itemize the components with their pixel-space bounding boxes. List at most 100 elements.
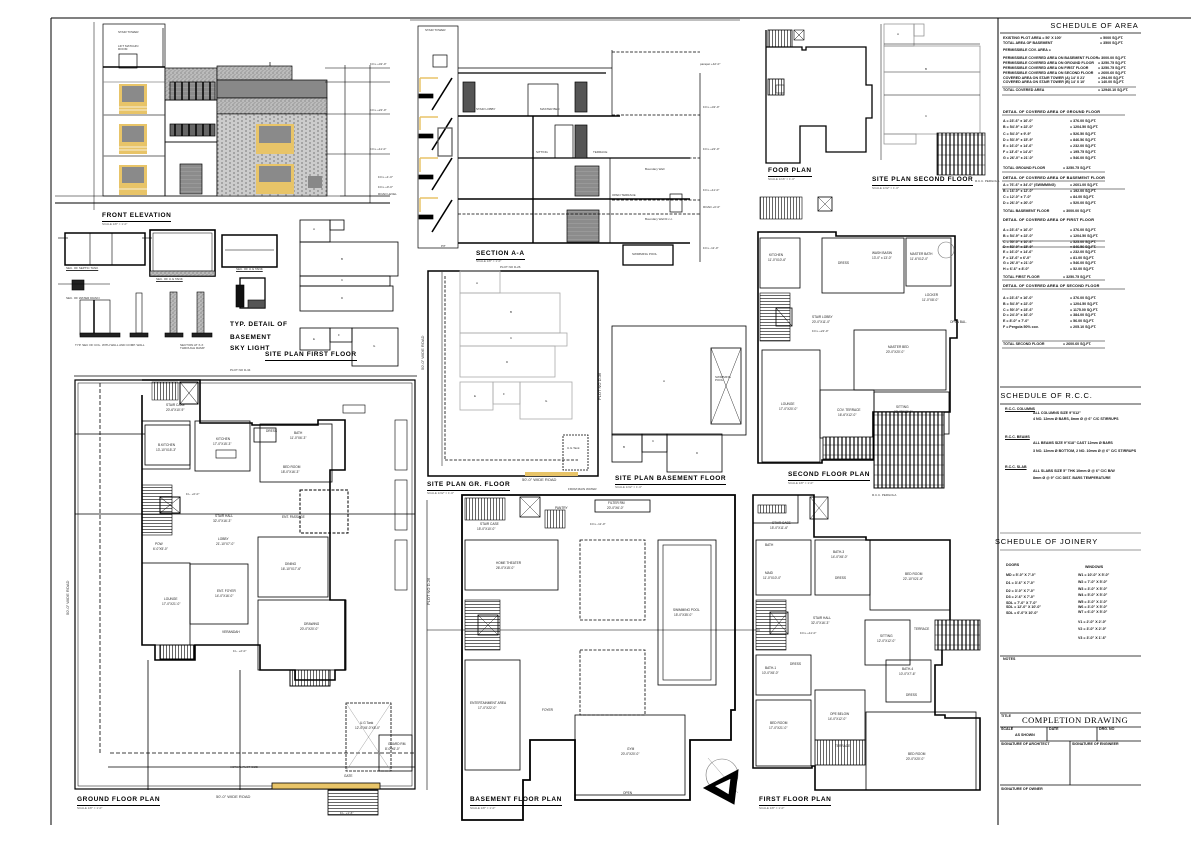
room-size: 11'-0"X8'-0" bbox=[922, 298, 939, 302]
site-plan-second-scale: SCALE 1/32" = 1'-0" bbox=[872, 186, 899, 190]
level-label: F.L. +1'-6" bbox=[340, 811, 354, 815]
zone-marker: D bbox=[506, 360, 509, 364]
plot-number-side: PLOT NO D-36 bbox=[597, 372, 602, 400]
total-covered-label: TOTAL COVERED AREA bbox=[1003, 88, 1045, 92]
north-arrow bbox=[702, 757, 739, 805]
area-row-value: = 1204.50 SQ.FT. bbox=[1070, 125, 1099, 129]
plot-number: PLOT NO D-34 bbox=[230, 368, 251, 372]
site-plan-basement-title: SITE PLAN BASEMENT FLOOR bbox=[615, 475, 727, 485]
area-row-value: = 384.00 SQ.FT. bbox=[1070, 313, 1097, 317]
room-label: DRESS bbox=[266, 429, 277, 433]
room-size: 14'-0"X12'-0" bbox=[828, 717, 847, 721]
area-row-label: C = 12'-0" x 7'-0" bbox=[1003, 195, 1032, 199]
window-spec: W1 = 10'-0" X 5'-0" bbox=[1078, 573, 1110, 577]
drawing-number-label: DRG. NO bbox=[1099, 727, 1115, 731]
second-detail-heading: DETAIL OF COVERED AREA OF SECOND FLOOR bbox=[1003, 284, 1100, 288]
level-label: F.L. +2'-0" bbox=[233, 649, 247, 653]
room-label: TERRACE bbox=[835, 744, 851, 748]
area-row-label: B = 54'-9" x 22'-0" bbox=[1003, 125, 1034, 129]
area-row-value: = 81.00 SQ.FT. bbox=[1070, 256, 1095, 260]
water-drain-label: SEC. OF WATER DRAIN bbox=[66, 296, 100, 300]
windows-heading: WINDOWS bbox=[1085, 565, 1104, 569]
door-spec: SDL = 12'-0" X 10'-0" bbox=[1006, 605, 1042, 609]
title-label: TITLE bbox=[1001, 714, 1011, 718]
basement-floor-plan-drawing bbox=[426, 494, 760, 821]
area-row-label: D = 26'-0" x 20'-0" bbox=[1003, 201, 1034, 205]
room-label: LOUNGE bbox=[164, 597, 178, 601]
zone-marker: B bbox=[623, 445, 626, 449]
room-size: 21'-10"X7'-0" bbox=[216, 542, 235, 546]
ug-tank-note: U.G Tank bbox=[567, 446, 580, 450]
room-label: SITTING bbox=[880, 634, 893, 638]
room-size: 20'-6"X10'-9" bbox=[166, 408, 185, 412]
pergola-note: R.C.C. PERGOLA bbox=[975, 179, 1000, 183]
area-row-value: = 526.50 SQ.FT. bbox=[1070, 132, 1097, 136]
section-aa-scale: SCALE 1/8" = 1'-0" bbox=[476, 259, 502, 263]
level-label: ROAD LEVEL bbox=[378, 192, 397, 196]
road-label-side: 50'-0" WIDE ROAD bbox=[65, 580, 70, 615]
area-row-value: = 84.00 SQ.FT. bbox=[1070, 195, 1095, 199]
area-row-label: B = 16'-0" x 12'-0" bbox=[1003, 189, 1034, 193]
area-total-label: TOTAL BASEMENT FLOOR bbox=[1003, 209, 1050, 213]
second-floor-scale: SCALE 1/8" = 1'-0" bbox=[788, 481, 814, 485]
room-label: GYM bbox=[627, 747, 635, 751]
permissible-label: PERMISSIBLE COVERED AREA ON GROUND FLOOR bbox=[1003, 61, 1094, 65]
permissible-label: PERMISSIBLE COVERED AREA ON BASEMENT FLO… bbox=[1003, 56, 1099, 60]
ground-floor-title: GROUND FLOOR PLAN bbox=[77, 796, 161, 806]
room-label: BATH-4 bbox=[902, 667, 914, 671]
section-aa-drawing bbox=[410, 19, 740, 266]
rcc-item-line: 3 NO. 12mm Ø BOTTOM, 2 NO. 10mm Ø @ 6" C… bbox=[1033, 449, 1137, 453]
level-label: F.L. +0'-0" bbox=[186, 492, 200, 496]
front-elevation-drawing bbox=[55, 22, 390, 210]
room-size: 17'-0"X22'-0" bbox=[478, 706, 497, 710]
site-plan-first-floor-drawing bbox=[299, 219, 399, 367]
area-row-label: H = 6'-6" x 8'-0" bbox=[1003, 267, 1030, 271]
window-spec: V1 = 2'-0" X 2'-0" bbox=[1078, 620, 1107, 624]
room-label: ENT. PASSAGE bbox=[282, 515, 305, 519]
room-label: STAIR CASE bbox=[480, 522, 499, 526]
room-label: DRESS bbox=[790, 662, 801, 666]
area-row-label: B = 54'-9" x 22'-0" bbox=[1003, 234, 1034, 238]
col-wall-label: TYP. SEC OF COL. WITH WALL AND COMP. WAL… bbox=[75, 343, 145, 347]
permissible-label: PERMISSIBLE COVERED AREA ON FIRST FLOOR bbox=[1003, 66, 1089, 70]
area-row-value: = 376.00 SQ.FT. bbox=[1070, 228, 1097, 232]
area-row-value: = 846.56 SQ.FT. bbox=[1070, 245, 1097, 249]
room-label: ENTERTAINMENT AREA bbox=[470, 701, 507, 705]
architect-signature-label: SIGNATURE OF ARCHITECT bbox=[1001, 742, 1050, 746]
room-size: 11'-6"X12'-0" bbox=[910, 257, 929, 261]
door-spec: D2 = 3'-0" X 7'-0" bbox=[1006, 589, 1035, 593]
room-label: DRESS bbox=[906, 693, 917, 697]
site-plan-ground-floor-drawing bbox=[427, 270, 599, 477]
septic-label: SEC. OF SEPTIC TANK bbox=[66, 266, 99, 270]
area-row-value: = 846.56 SQ.FT. bbox=[1070, 138, 1097, 142]
area-line-value: = 3500 SQ.FT. bbox=[1100, 41, 1124, 45]
level-label: F.F.L.+22'-0" bbox=[812, 329, 829, 333]
notes-label: NOTES bbox=[1003, 657, 1016, 661]
room-size: 17'-0"X21'-0" bbox=[769, 726, 788, 730]
site-plan-ground-title: SITE PLAN GR. FLOOR bbox=[427, 481, 511, 491]
permissible-label: COVERED AREA ON STAIR TOWER (A) 14' X 21… bbox=[1003, 76, 1085, 80]
scale-label: SCALE bbox=[1001, 727, 1014, 731]
window-spec: V2 = 3'-0" X 2'-0" bbox=[1078, 627, 1107, 631]
area-row-label: D = 53'-9" x 15'-9" bbox=[1003, 245, 1034, 249]
area-row-label: A = 76'-6" x 34'-0" (SWIMMING) bbox=[1003, 183, 1056, 187]
permissible-value: = 2600.60 SQ.FT. bbox=[1098, 71, 1127, 75]
room-size: 14'-0"X8'-0" bbox=[831, 555, 848, 559]
room-size: 16'-10"X17'-6" bbox=[281, 567, 302, 571]
area-row-value: = 1204.50 SQ.FT. bbox=[1070, 234, 1099, 238]
area-row-value: = 1204.50 SQ.FT. bbox=[1070, 302, 1099, 306]
zone-marker: C bbox=[925, 114, 928, 118]
room-size: 10'-0"X8'-0" bbox=[762, 671, 779, 675]
roof-plan-drawing bbox=[765, 29, 873, 164]
window-spec: W3 = 3'-0" X 5'-0" bbox=[1078, 587, 1108, 591]
room-label: B.KITCHEN bbox=[158, 443, 176, 447]
rcc-item-label: R.C.C. BEAMS bbox=[1005, 435, 1030, 439]
room-label: OPEN bbox=[623, 791, 633, 795]
schedule-area-title: SCHEDULE OF AREA bbox=[1050, 21, 1139, 30]
lift-room-label: LIFT MATCHIN ROOM bbox=[118, 44, 139, 51]
room-size: 16'-6"X12'-0" bbox=[838, 413, 857, 417]
room-size: 10'-0"X7'-6" bbox=[899, 672, 916, 676]
scale-value: AS SHOWN bbox=[1015, 733, 1035, 737]
zone-marker: G bbox=[545, 399, 548, 403]
